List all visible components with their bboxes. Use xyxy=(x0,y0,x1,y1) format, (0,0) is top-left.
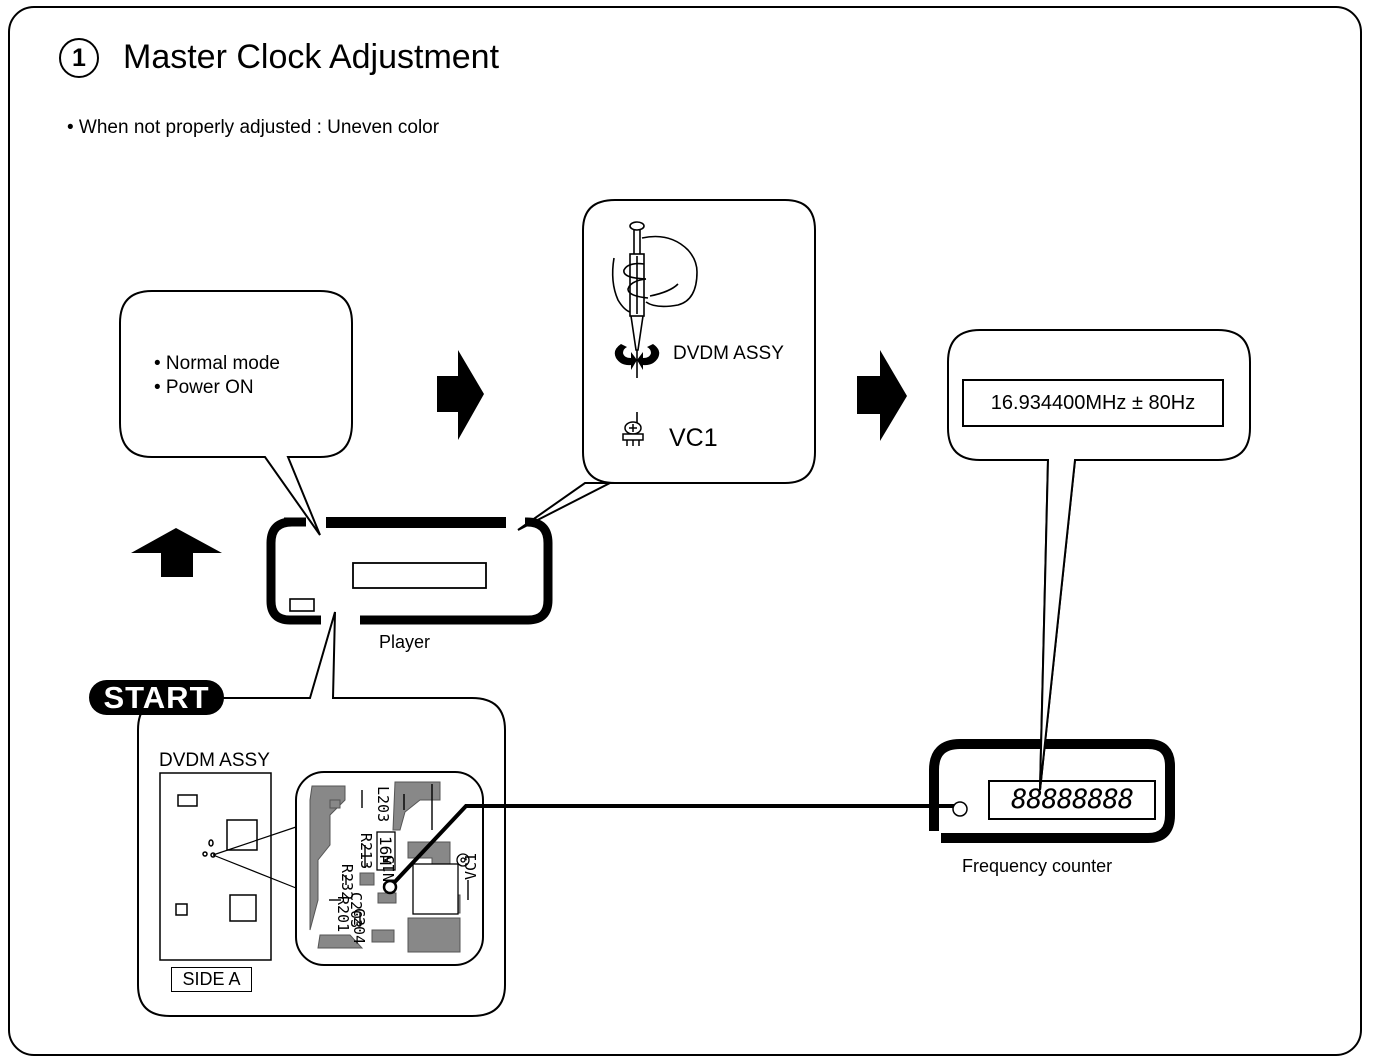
rotate-icon xyxy=(614,344,660,370)
probe-cable xyxy=(388,804,965,889)
pcb-zoom: L203 16M R213 R232 C203 R201 C204 CN15 V… xyxy=(295,771,484,966)
condition-normal-mode: • Normal mode xyxy=(154,353,280,374)
pcb-label-16m: 16M xyxy=(376,836,395,865)
adjust-assembly-label: DVDM ASSY xyxy=(673,343,784,364)
pcb-label-l203: L203 xyxy=(374,786,392,822)
pcb-label-r213: R213 xyxy=(357,833,375,869)
adjust-bubble xyxy=(517,199,816,531)
pcb-label-r201: R201 xyxy=(334,896,352,932)
right-arrow-icon xyxy=(437,350,484,440)
pcb-label-c204: C204 xyxy=(350,908,368,944)
pcb-label-vc1: VC1 xyxy=(462,853,480,880)
side-label: SIDE A xyxy=(171,967,252,992)
board-assembly-label: DVDM ASSY xyxy=(159,750,270,771)
player-label: Player xyxy=(379,632,431,652)
target-frequency: 16.934400MHz ± 80Hz xyxy=(962,379,1224,427)
page-title: Master Clock Adjustment xyxy=(123,38,500,76)
counter-display: 88888888 xyxy=(988,780,1156,820)
frequency-counter-icon xyxy=(929,739,1175,843)
test-point xyxy=(382,879,398,895)
condition-power-on: • Power ON xyxy=(154,377,254,398)
right-arrow-icon xyxy=(857,350,907,441)
pcb-board-icon xyxy=(159,772,272,961)
screwdriver-hand-icon xyxy=(611,221,698,427)
counter-label: Frequency counter xyxy=(962,856,1113,876)
up-arrow-icon xyxy=(131,528,222,577)
pcb-label-c203: C203 xyxy=(347,892,365,928)
condition-bubble xyxy=(119,290,353,536)
trimmer-capacitor-icon xyxy=(622,421,644,446)
adjustment-note: • When not properly adjusted : Uneven co… xyxy=(67,117,440,138)
step-number-icon: 1 xyxy=(59,38,99,78)
adjust-component-label: VC1 xyxy=(669,424,718,452)
start-badge: START xyxy=(89,680,224,715)
player-icon xyxy=(266,517,553,625)
pcb-label-r232: R232 xyxy=(338,864,356,900)
